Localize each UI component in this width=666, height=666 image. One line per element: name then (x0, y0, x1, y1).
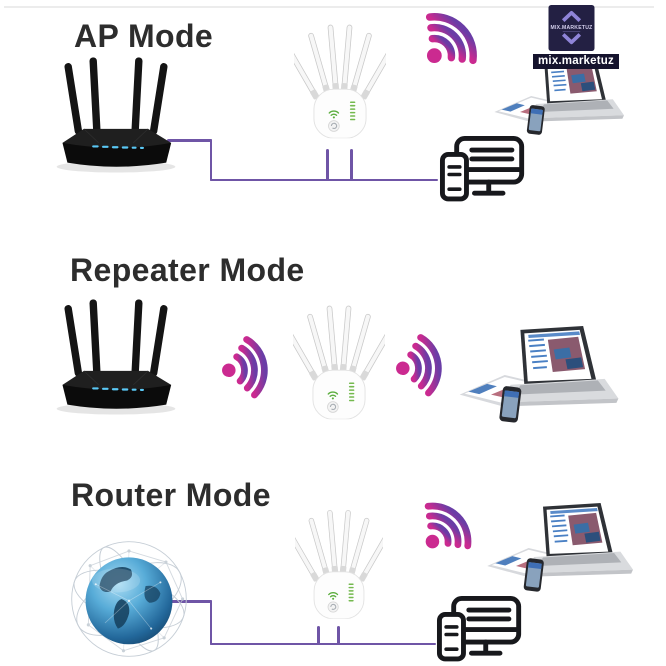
ethernet-cable (167, 139, 212, 142)
ethernet-cable (209, 600, 213, 645)
chevron-down-icon (561, 33, 582, 45)
chevron-up-icon (561, 10, 582, 22)
section-title-ap-mode: AP Mode (74, 18, 214, 54)
wifi-signal-icon (400, 486, 488, 574)
brand-badge: mix.marketuz (533, 54, 619, 69)
brand-logo: MIX.MARKETUZ (548, 5, 595, 51)
brand-logo-text: MIX.MARKETUZ (550, 25, 592, 31)
desktop-and-phone-icon (433, 594, 526, 666)
ethernet-cable (317, 626, 320, 645)
section-title-router-mode: Router Mode (71, 477, 271, 513)
internet-globe-illustration (68, 537, 190, 661)
ethernet-cable (209, 178, 438, 182)
ethernet-cable (170, 600, 212, 603)
ethernet-cable (209, 139, 213, 181)
ethernet-cable (326, 149, 329, 181)
client-devices-illustration (485, 503, 637, 593)
scan-edge-line (4, 6, 654, 8)
ethernet-cable (209, 642, 436, 646)
ethernet-cable (337, 626, 340, 645)
range-extender-illustration (295, 492, 383, 634)
section-title-repeater-mode: Repeater Mode (70, 252, 305, 288)
ethernet-cable (350, 149, 353, 181)
